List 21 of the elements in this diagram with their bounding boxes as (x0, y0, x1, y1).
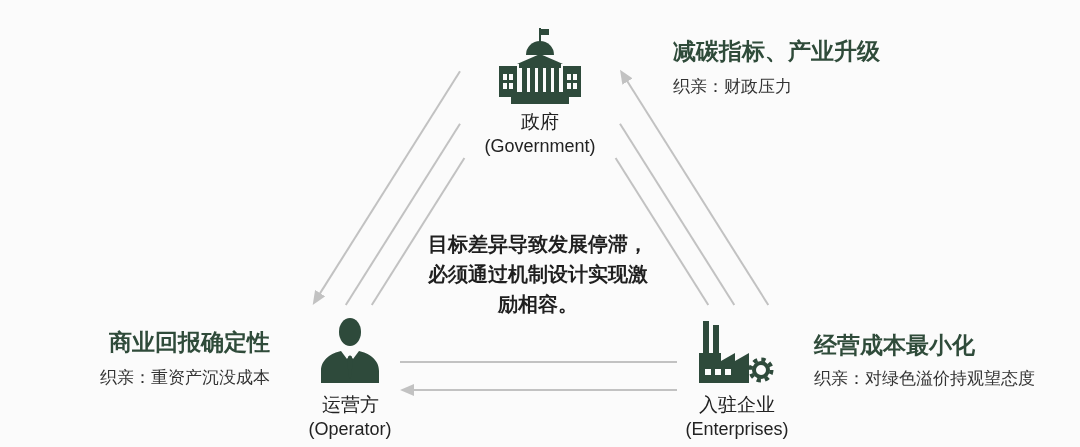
actor-name: 入驻企业 (699, 393, 775, 417)
actor-name: 政府 (521, 110, 559, 134)
connector-line (344, 122, 461, 306)
connector-line (399, 361, 678, 363)
central-note: 目标差异导致发展停滞，必须通过机制设计实现激励相容。 (427, 232, 649, 317)
actor-name-english: (Government) (484, 135, 596, 158)
goal-heading: 减碳指标、产业升级 (673, 37, 880, 66)
connector-line (614, 157, 710, 306)
constraint-note: 织亲：重资产沉没成本 (100, 367, 270, 389)
constraint-note: 织亲：对绿色溢价持观望态度 (814, 368, 1035, 390)
actor-name: 运营方 (321, 393, 379, 417)
arrow (620, 69, 770, 306)
goal-heading: 经营成本最小化 (814, 331, 975, 360)
goal-heading: 商业回报确定性 (109, 328, 270, 357)
connector-line (370, 157, 466, 306)
arrow (312, 70, 461, 305)
actor-name-english: (Enterprises) (685, 418, 789, 441)
constraint-note: 织亲：财政压力 (673, 76, 792, 98)
actor-name-english: (Operator) (308, 418, 392, 441)
arrow (400, 384, 678, 396)
connector-line (619, 122, 736, 306)
